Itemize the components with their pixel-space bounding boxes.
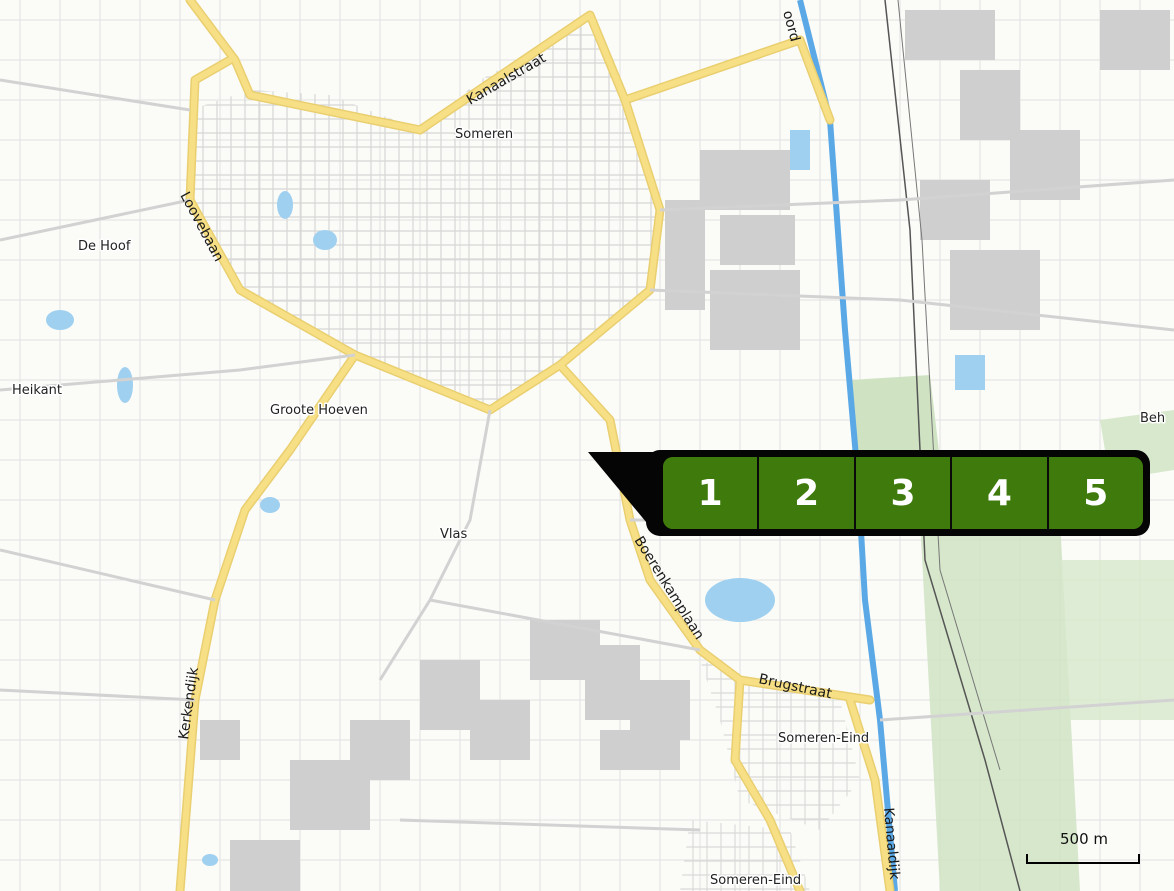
green-field-east-3 [1060, 560, 1174, 720]
rating-option-3[interactable]: 3 [855, 457, 953, 529]
rating-option-4[interactable]: 4 [952, 457, 1049, 529]
place-label-de-hoof: De Hoof [78, 239, 131, 254]
place-label-someren: Someren [455, 127, 513, 142]
water-bodies [46, 130, 985, 866]
road-label-kanaaldijk: Kanaaldijk [880, 807, 902, 881]
scale-bar: 500 m [1024, 830, 1144, 870]
town-someren [190, 20, 660, 410]
minor-roads [0, 78, 1174, 832]
rating-option-2[interactable]: 2 [759, 457, 856, 529]
place-label-someren-eind: Someren-Eind [778, 731, 869, 746]
place-label-vlas: Vlas [440, 527, 467, 542]
place-label-groote-hoeven: Groote Hoeven [270, 403, 368, 418]
place-label-beh: Beh [1140, 411, 1165, 426]
green-field-east-2 [920, 520, 1080, 891]
place-label-someren-eind-south: Someren-Eind [710, 873, 801, 888]
road-label-noord: oord [779, 9, 803, 44]
scale-label: 500 m [1059, 830, 1108, 848]
rating-option-5[interactable]: 5 [1048, 457, 1143, 529]
railway-2 [897, 0, 1001, 771]
rating-option-1[interactable]: 1 [663, 457, 760, 529]
railway [884, 0, 1021, 891]
scale-line [1026, 854, 1140, 864]
place-label-heikant: Heikant [12, 383, 62, 398]
